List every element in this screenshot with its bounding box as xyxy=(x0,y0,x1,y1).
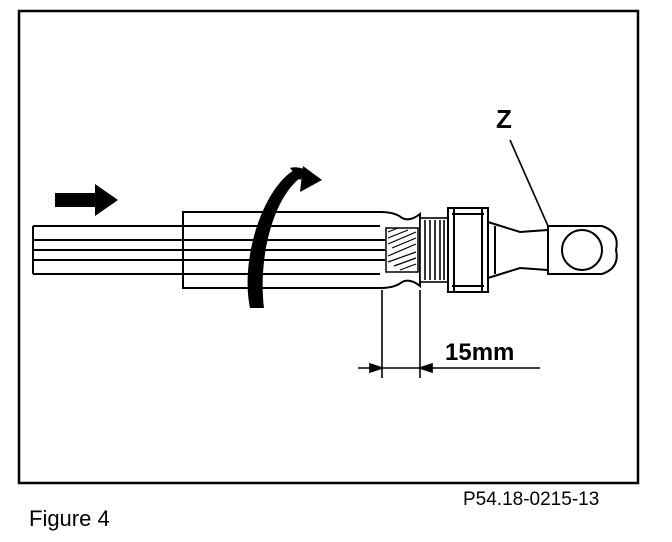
figure-caption: Figure 4 xyxy=(29,506,110,531)
dimension-label: 15mm xyxy=(445,339,514,366)
braided-section xyxy=(385,227,419,273)
figure-frame xyxy=(17,9,640,485)
twist-rotation-arrow xyxy=(247,166,322,308)
hex-nut xyxy=(447,207,489,293)
ribbed-collar xyxy=(419,217,449,283)
terminal-shaft xyxy=(487,220,549,280)
reference-code: P54.18-0215-13 xyxy=(463,489,599,510)
callout-leader-line xyxy=(509,139,549,227)
callout-label-z: Z xyxy=(496,104,512,134)
push-direction-arrow xyxy=(55,184,118,216)
dimension-lines xyxy=(358,290,540,378)
ring-eyelet xyxy=(547,225,618,275)
cable-sleeve xyxy=(182,211,421,289)
